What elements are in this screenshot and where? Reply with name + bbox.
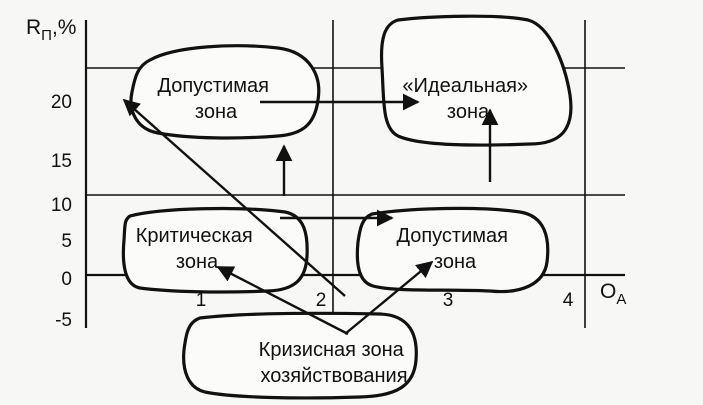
admissible-zone-top-shape xyxy=(129,44,321,140)
y-tick-label: 5 xyxy=(61,231,72,252)
y-tick-label: 0 xyxy=(61,269,72,290)
arrow-crisis-long-diagonal xyxy=(122,98,346,297)
y-tick-label: 15 xyxy=(51,151,72,172)
x-tick-label: 1 xyxy=(196,290,207,311)
y-tick-label: 20 xyxy=(51,92,72,113)
crisis-zone-shape xyxy=(182,311,418,400)
ideal-zone-label: «Идеальная» зона xyxy=(402,75,533,123)
x-tick-label: 2 xyxy=(316,290,327,311)
y-tick-label: -5 xyxy=(55,310,72,331)
arrow-crisis-to-critical xyxy=(216,265,349,336)
admissible-zone-right-shape xyxy=(355,206,550,294)
admissible-zone-right-label: Допустимая зона xyxy=(396,225,513,273)
critical-zone-shape xyxy=(121,206,309,294)
arrow-crisis-to-admissible-right xyxy=(344,260,434,335)
ideal-zone-shape xyxy=(379,14,573,147)
crisis-zone-label: Кризисная зона хозяйствования xyxy=(259,339,410,387)
y-tick-label: 10 xyxy=(51,195,72,216)
x-axis-title: OA xyxy=(600,280,626,308)
y-axis-title: RП,% xyxy=(26,16,76,44)
admissible-zone-top-label: Допустимая зона xyxy=(157,75,274,123)
critical-zone-label: Критическая зона xyxy=(136,225,259,273)
x-tick-label: 4 xyxy=(563,290,574,311)
x-tick-label: 3 xyxy=(443,290,454,311)
